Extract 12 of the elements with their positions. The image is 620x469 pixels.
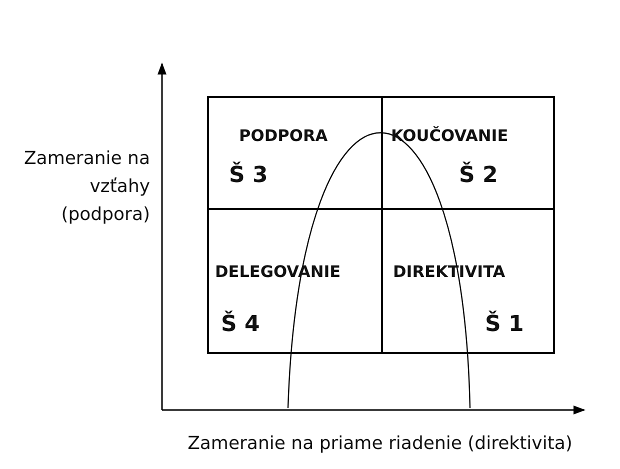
coaching-quadrant: [381, 96, 555, 210]
style-label: Š 2: [459, 163, 498, 188]
quadrant-title: PODPORA: [239, 126, 328, 145]
style-label: Š 3: [229, 163, 268, 188]
y-axis-label: Zameranie na vzťahy (podpora): [22, 147, 150, 227]
directing-quadrant: [381, 208, 555, 354]
x-axis-label: Zameranie na priame riadenie (direktivita): [186, 432, 574, 456]
style-label: Š 1: [485, 312, 524, 337]
delegating-quadrant: [207, 208, 383, 354]
support-quadrant: [207, 96, 383, 210]
style-label: Š 4: [221, 312, 260, 337]
quadrant-title: KOUČOVANIE: [391, 126, 508, 145]
